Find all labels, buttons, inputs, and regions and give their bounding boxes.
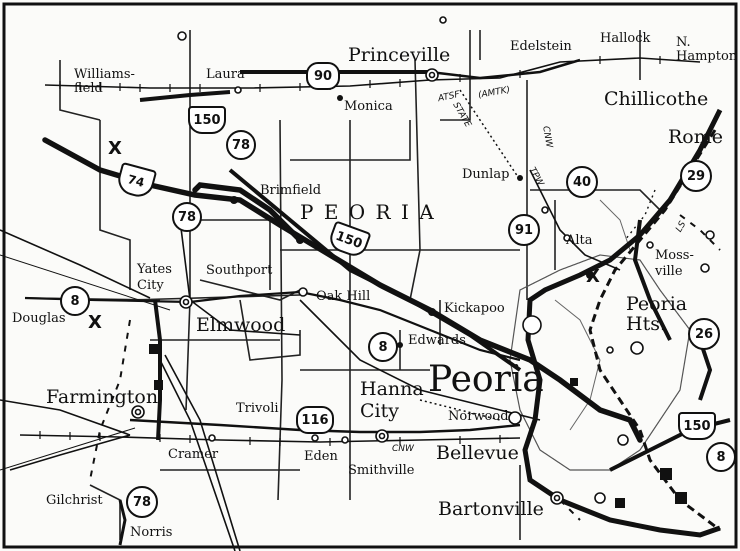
il-116-route xyxy=(129,418,521,434)
label-dunlap: Dunlap xyxy=(462,167,510,182)
label-hallock: Hallock xyxy=(600,31,651,46)
label-county-name: P E O R I A xyxy=(300,200,436,224)
label-peoria: Peoria xyxy=(428,359,544,400)
label-williamsfield: Williams- field xyxy=(74,67,135,96)
label-farmington: Farmington xyxy=(46,386,159,408)
label-princeville: Princeville xyxy=(348,44,451,66)
label-peoria-heights: Peoria Hts. xyxy=(626,293,688,335)
il-26-route xyxy=(698,339,713,401)
route-shield-us-150: 150 xyxy=(188,106,226,134)
label-monica: Monica xyxy=(344,99,393,114)
label-southport: Southport xyxy=(206,263,273,278)
reference-line xyxy=(0,427,136,471)
label-trivoli: Trivoli xyxy=(236,401,279,416)
label-brimfield: Brimfield xyxy=(260,183,322,198)
local-roads xyxy=(24,30,661,540)
facility-markers xyxy=(149,344,687,508)
label-cramer: Cramer xyxy=(168,447,219,462)
town-markers xyxy=(131,16,715,505)
urban-street xyxy=(554,299,601,431)
small-town-dots xyxy=(230,95,594,348)
route-shield-il-26: 26 xyxy=(688,318,720,350)
reference-line xyxy=(0,254,171,311)
label-laura: Laura xyxy=(206,67,245,82)
label-yates-city: Yates City xyxy=(137,262,172,293)
label-bellevue: Bellevue xyxy=(436,442,519,464)
abandoned-railway xyxy=(419,89,521,421)
label-norwood: Norwood xyxy=(448,409,509,424)
route-shield-il-116: 116 xyxy=(296,406,334,434)
railroads xyxy=(0,57,701,551)
il-29-spur xyxy=(632,219,672,341)
label-alta: Alta xyxy=(566,233,593,248)
urban-street xyxy=(599,199,631,251)
il-78-route xyxy=(153,299,162,441)
il-78-south xyxy=(118,499,127,546)
airport-x-marker: X xyxy=(586,266,600,287)
illinois-river xyxy=(588,129,721,532)
label-hanna-city: Hanna City xyxy=(360,378,424,422)
il-29-route xyxy=(522,108,723,538)
label-chillicothe: Chillicothe xyxy=(604,88,709,110)
route-shield-il-78: 78 xyxy=(126,486,158,518)
label-kickapoo: Kickapoo xyxy=(444,301,505,316)
label-elmwood: Elmwood xyxy=(196,314,286,336)
route-shield-il-8: 8 xyxy=(368,332,398,362)
label-rome: Rome xyxy=(668,126,724,148)
label-eden: Eden xyxy=(304,449,338,464)
route-shield-il-8: 8 xyxy=(706,442,736,472)
airport-x-marker: X xyxy=(108,138,122,159)
label-n-hampton: N. Hampton xyxy=(676,35,738,64)
label-norris: Norris xyxy=(130,525,173,540)
label-gilchrist: Gilchrist xyxy=(46,493,103,508)
dashed-lines xyxy=(89,214,721,521)
label-douglas: Douglas xyxy=(12,311,66,326)
label-edelstein: Edelstein xyxy=(510,39,572,54)
railroad-ticks xyxy=(39,56,661,446)
label-bartonville: Bartonville xyxy=(438,498,544,520)
river-bank xyxy=(624,189,656,241)
route-shield-il-90: 90 xyxy=(306,62,340,90)
route-shield-il-40: 40 xyxy=(566,166,598,198)
label-railroad-cnw-south: CNW xyxy=(392,444,414,454)
airport-x-marker: X xyxy=(88,312,102,333)
route-shield-il-29: 29 xyxy=(680,160,712,192)
route-shield-il-78: 78 xyxy=(226,130,256,160)
label-oak-hill: Oak Hill xyxy=(316,289,371,304)
route-shield-il-8: 8 xyxy=(60,286,90,316)
label-mossville: Moss- ville xyxy=(655,248,694,279)
label-smithville: Smithville xyxy=(348,463,415,478)
route-shield-il-78: 78 xyxy=(172,202,202,232)
route-shield-il-91: 91 xyxy=(508,214,540,246)
route-shield-us-150: 150 xyxy=(678,412,716,440)
label-edwards: Edwards xyxy=(408,333,466,348)
